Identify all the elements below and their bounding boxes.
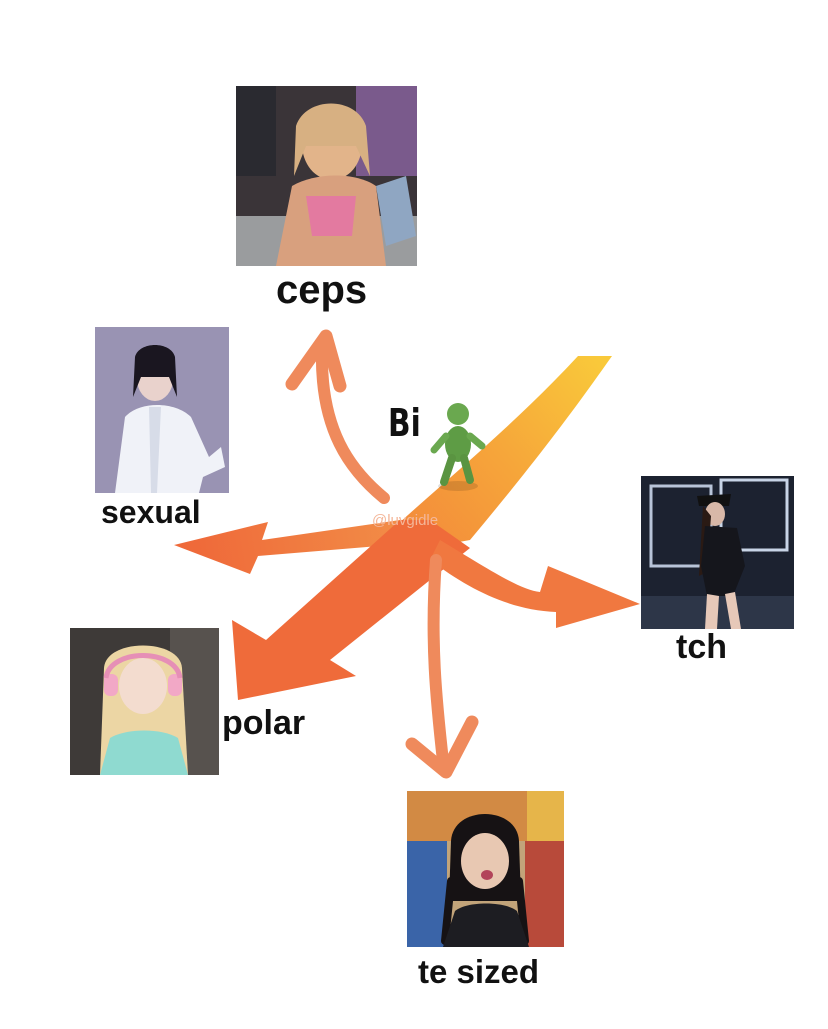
tch-label: tch (676, 628, 727, 666)
woman-posing-peace-sign-photo (236, 86, 417, 266)
bi-label: Bi (388, 401, 421, 445)
polar-label: polar (222, 704, 306, 742)
woman-in-white-shirt-photo (95, 327, 229, 493)
arrow-lower-left (232, 520, 470, 700)
green-figure-icon (430, 403, 486, 491)
watermark-text: @luvgidle (372, 512, 439, 529)
drawn-arrow-down (427, 554, 450, 776)
arrow-left (174, 520, 404, 574)
performer-on-stage-photo (641, 476, 794, 629)
sexual-label: sexual (101, 494, 201, 530)
main-road (360, 356, 612, 560)
drawn-arrow-up (315, 344, 390, 504)
girl-with-braids-photo (407, 791, 564, 947)
arrow-right (430, 540, 640, 628)
ceps-label: ceps (276, 268, 368, 312)
woman-with-pink-headphones-photo (70, 628, 219, 775)
te-sized-label: te sized (418, 953, 540, 990)
